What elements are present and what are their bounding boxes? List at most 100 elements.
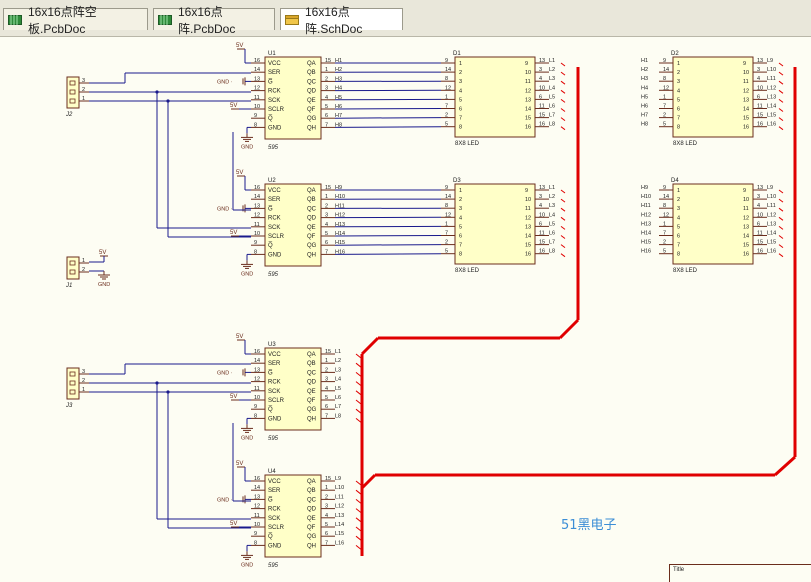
pin-assign: 11 xyxy=(539,104,545,110)
net-label: H15 xyxy=(641,240,651,246)
pin-number: 15 xyxy=(325,58,331,64)
pin-number: 2 xyxy=(677,197,680,203)
pin-number: 16 xyxy=(743,125,749,131)
pin-assign: 8 xyxy=(445,203,448,209)
ground-label: GND xyxy=(241,271,253,277)
pin-name: QA xyxy=(307,479,316,485)
pin-name: QH xyxy=(307,416,316,422)
net-label: L3 xyxy=(549,76,555,82)
pin-number: 16 xyxy=(254,58,260,64)
pin-number: 7 xyxy=(677,116,680,122)
pin-name: QF xyxy=(307,398,316,404)
pin-number: 5 xyxy=(677,224,680,230)
pin-number: 3 xyxy=(325,86,328,92)
tab-pcb-blank[interactable]: 16x16点阵空板.PcbDoc xyxy=(3,5,148,36)
pin-name: QG xyxy=(307,116,317,122)
net-label: L16 xyxy=(767,122,776,128)
net-label: H9 xyxy=(641,185,648,191)
pin-name: QD xyxy=(307,89,317,95)
bus-entry xyxy=(560,89,566,94)
pin-assign: 6 xyxy=(539,221,542,227)
bus-entry xyxy=(560,126,566,131)
net-wire xyxy=(334,244,442,246)
pin-name: SER xyxy=(268,361,281,367)
net-label: L12 xyxy=(767,212,776,218)
pin-name: QF xyxy=(307,525,316,531)
ic-part-label: 595 xyxy=(268,436,279,442)
net-label: L15 xyxy=(767,240,776,246)
ic-designator: U2 xyxy=(268,178,276,184)
ic-designator: U3 xyxy=(268,342,276,348)
pin-assign: 15 xyxy=(757,113,763,119)
pin-name: Q̅ xyxy=(268,533,273,540)
pin-assign: 14 xyxy=(445,194,451,200)
net-label: L10 xyxy=(335,485,344,491)
net-label: H5 xyxy=(641,94,648,100)
pin-name: QB xyxy=(307,70,316,76)
pin-number: 4 xyxy=(459,215,462,221)
pin-number: 1 xyxy=(325,358,328,364)
net-label: H12 xyxy=(335,213,345,219)
pin-number: 4 xyxy=(325,222,328,228)
pin-number: 10 xyxy=(254,104,260,110)
pin-number: 3 xyxy=(325,504,328,510)
net-label: H5 xyxy=(335,95,342,101)
pin-number: 13 xyxy=(254,76,260,82)
pin-assign: 3 xyxy=(757,67,760,73)
ic-part-label: 8X8 LED xyxy=(455,141,480,147)
document-tab-bar: 16x16点阵空板.PcbDoc 16x16点阵.PcbDoc 16x16点阵.… xyxy=(0,0,811,37)
title-block: Title xyxy=(669,564,811,582)
net-wire xyxy=(334,253,442,255)
pin-number: 16 xyxy=(525,125,531,131)
bus-entry xyxy=(560,62,566,67)
pin-name: SCK xyxy=(268,98,280,104)
net-label: L5 xyxy=(549,221,555,227)
pin-name: RCK xyxy=(268,216,281,222)
connector-designator: J1 xyxy=(65,283,72,289)
led-matrix-body xyxy=(672,56,754,138)
ground-label: GND xyxy=(241,144,253,150)
ic-designator: U4 xyxy=(268,469,276,475)
pin-assign: 8 xyxy=(445,76,448,82)
ic-part-label: 8X8 LED xyxy=(673,141,698,147)
bus-entry xyxy=(355,526,362,532)
pin-name: SER xyxy=(268,70,281,76)
pin-number: 8 xyxy=(677,125,680,131)
tab-pcb[interactable]: 16x16点阵.PcbDoc xyxy=(153,5,275,36)
net-label: H15 xyxy=(335,240,345,246)
pin-number: 7 xyxy=(459,116,462,122)
pin-number: 5 xyxy=(325,104,328,110)
pin-assign: 1 xyxy=(663,221,666,227)
pin-name: G̅ xyxy=(268,78,273,85)
pin-assign: 9 xyxy=(663,185,666,191)
bus-entry xyxy=(778,108,784,112)
tab-schematic[interactable]: 16x16点阵.SchDoc xyxy=(280,5,403,36)
pin-name: VCC xyxy=(268,61,281,67)
pin-assign: 16 xyxy=(539,122,545,128)
net-label: L12 xyxy=(767,85,776,91)
bus-entry xyxy=(778,99,784,103)
pin-number: 8 xyxy=(459,252,462,258)
bus-entry xyxy=(778,117,784,121)
power-label: 5V xyxy=(99,250,106,256)
bus-entry xyxy=(355,372,362,377)
pin-number: 13 xyxy=(743,97,749,103)
net-label: H13 xyxy=(641,221,651,227)
pin-number: 3 xyxy=(82,369,85,375)
pin-assign: 12 xyxy=(445,85,451,91)
pin-number: 7 xyxy=(325,249,328,255)
pin-assign: 6 xyxy=(757,221,760,227)
net-label: L11 xyxy=(767,203,776,209)
pin-number: 15 xyxy=(743,243,749,249)
pin-assign: 15 xyxy=(757,240,763,246)
pin-assign: 14 xyxy=(445,67,451,73)
pin-assign: 5 xyxy=(445,122,448,128)
bus-entry xyxy=(355,381,362,386)
pin-number: 11 xyxy=(254,386,260,392)
net-label: H3 xyxy=(641,76,648,82)
pin-number: 13 xyxy=(525,224,531,230)
pin-assign: 5 xyxy=(663,249,666,255)
ic-part-label: 8X8 LED xyxy=(455,268,480,274)
pin-number: 2 xyxy=(459,70,462,76)
